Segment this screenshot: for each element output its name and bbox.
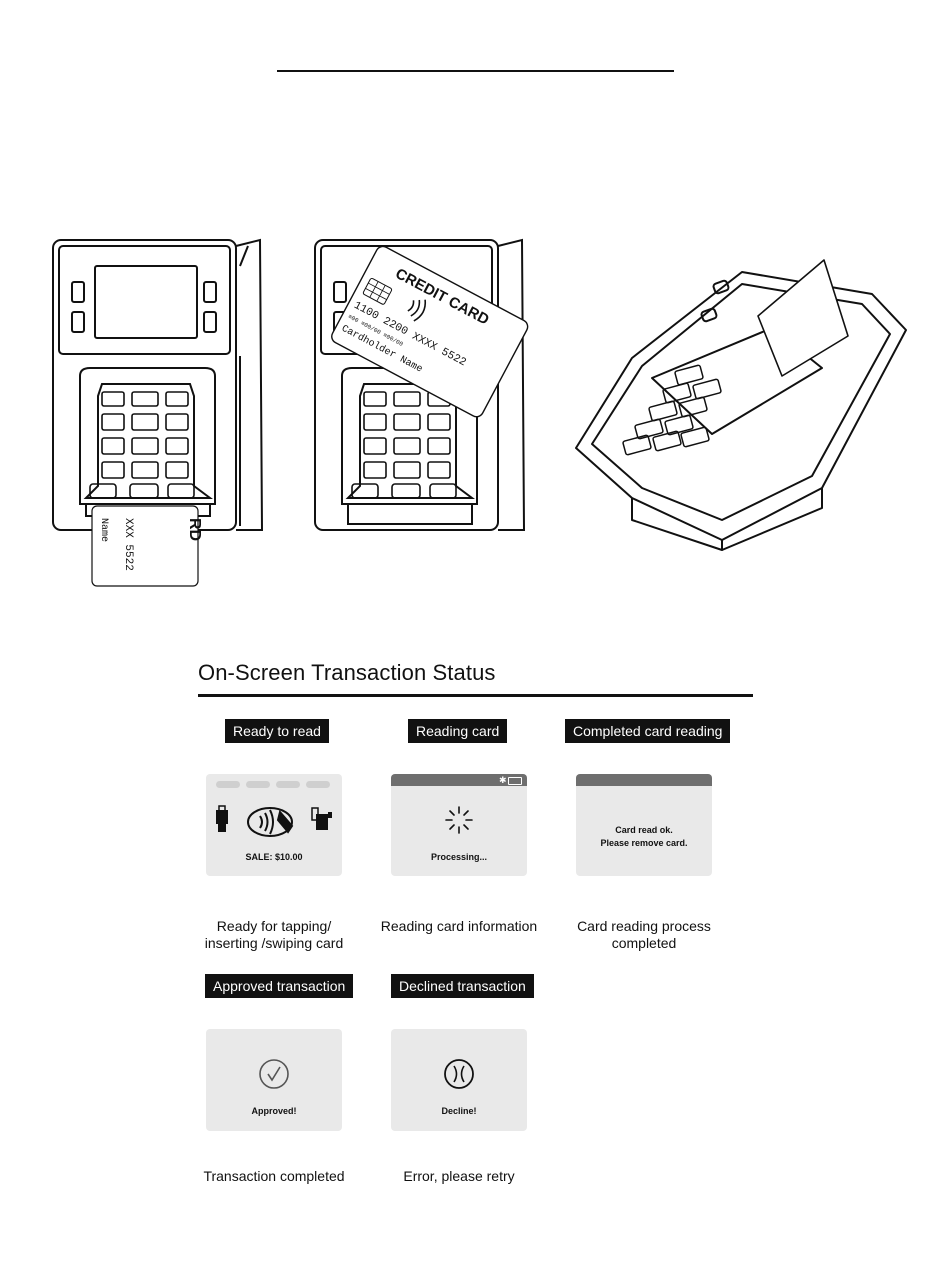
terminal-tap-illustration: CREDIT CARD 1100 2200 XXXX 5522 ≡00 ≡00/… — [312, 236, 547, 536]
screen-completed-card-reading: Card read ok. Please remove card. — [576, 774, 712, 876]
screen-remove-card-text: Please remove card. — [600, 838, 688, 848]
keypad — [90, 392, 194, 498]
screen-ready-to-read: SALE: $10.00 — [206, 774, 342, 876]
battery-icon — [508, 777, 522, 785]
caption-approved-transaction: Transaction completed — [203, 1168, 345, 1184]
contactless-tap-icon — [247, 807, 294, 837]
screen-card-read-text: Card read ok. — [615, 825, 673, 835]
left-card-brand: RD — [186, 518, 203, 541]
check-circle-icon — [259, 1059, 289, 1089]
section-title: On-Screen Transaction Status — [198, 660, 496, 685]
screen-reading-card: ✱ Processing... — [391, 774, 527, 876]
badge-declined-transaction: Declined transaction — [391, 974, 534, 998]
badge-completed-card-reading: Completed card reading — [565, 719, 731, 743]
left-card-name: Name — [98, 518, 109, 542]
section-rule — [198, 694, 753, 697]
screen-processing-text: Processing... — [430, 852, 488, 862]
inserted-card: RD XXX 5522 Name — [92, 506, 203, 586]
terminal-insert-illustration: RD XXX 5522 Name — [50, 236, 275, 591]
swiped-card — [758, 260, 848, 376]
caption-ready-to-read: Ready for tapping/ inserting /swiping ca… — [204, 918, 344, 951]
caption-declined-transaction: Error, please retry — [403, 1168, 515, 1184]
left-card-number: XXX 5522 — [122, 518, 134, 571]
contactless-icon — [405, 295, 429, 323]
screen-approved: Approved! — [206, 1029, 342, 1131]
badge-ready-to-read: Ready to read — [225, 719, 329, 743]
badge-approved-transaction: Approved transaction — [205, 974, 354, 998]
screen-decline-text: Decline! — [441, 1106, 477, 1116]
bluetooth-icon: ✱ — [499, 775, 507, 785]
caption-completed-card-reading: Card reading process completed — [577, 918, 711, 951]
top-rule — [277, 70, 674, 72]
swipe-card-icon — [311, 807, 332, 830]
badge-reading-card: Reading card — [408, 719, 508, 743]
screen-sale-text: SALE: $10.00 — [245, 852, 303, 862]
caption-reading-card: Reading card information — [380, 918, 538, 934]
spinner-icon — [445, 806, 473, 834]
screen-declined: Decline! — [391, 1029, 527, 1131]
terminal-swipe-illustration — [572, 258, 912, 550]
screen-approved-text: Approved! — [251, 1106, 297, 1116]
x-circle-icon — [444, 1059, 474, 1089]
credit-card: CREDIT CARD 1100 2200 XXXX 5522 ≡00 ≡00/… — [329, 244, 530, 419]
insert-card-icon — [216, 805, 228, 832]
